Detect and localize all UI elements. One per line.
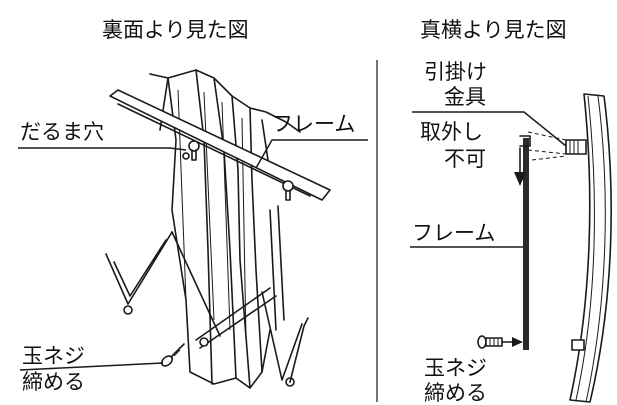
- label-keyhole: だるま穴: [20, 120, 104, 144]
- label-frame-left: フレーム: [272, 112, 355, 136]
- keyhole-icon-2: [282, 180, 294, 201]
- side-screw-icon: [477, 335, 523, 349]
- side-view-drawing: [477, 93, 612, 403]
- label-frame-right: フレーム: [412, 221, 495, 245]
- leader-screw-left: [19, 362, 164, 371]
- frame-bar: [109, 89, 331, 201]
- lower-bracket: [571, 339, 585, 351]
- product-profile: [569, 93, 612, 403]
- label-screw-line1-right: 玉ネジ: [424, 356, 487, 380]
- down-arrow-icon: [514, 147, 526, 186]
- label-nonremovable-line1: 取外し: [420, 120, 483, 144]
- screw-icon: [160, 343, 185, 367]
- label-screw-line2-left: 締める: [22, 370, 85, 394]
- label-screw-line2-right: 締める: [424, 381, 487, 405]
- left-panel-title: 裏面より見た図: [102, 18, 249, 42]
- hook-bracket-icon: [527, 131, 587, 161]
- leader-frame-left: [255, 139, 368, 169]
- label-hook-line2: 金具: [444, 85, 486, 109]
- frame-plate: [523, 138, 529, 350]
- leader-hook: [412, 111, 567, 147]
- bracket-arms: [105, 205, 309, 387]
- back-view-drawing: [105, 69, 331, 389]
- leader-keyhole: [18, 147, 187, 151]
- label-screw-line1-left: 玉ネジ: [22, 344, 85, 368]
- keyhole-icon: [182, 140, 200, 161]
- label-nonremovable-line2: 不可: [444, 147, 486, 171]
- right-panel-title: 真横より見た図: [420, 18, 567, 42]
- label-hook-line1: 引掛け: [424, 60, 487, 84]
